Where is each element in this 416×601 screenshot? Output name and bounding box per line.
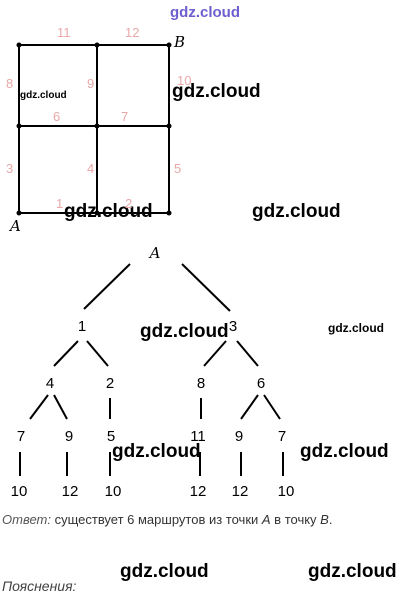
tree-leaf: 12 (232, 483, 249, 500)
tree-node: 11 (190, 428, 206, 445)
watermark: gdz.cloud (20, 90, 67, 101)
tree-node: 7 (278, 428, 286, 445)
tree-edge (86, 340, 109, 367)
tree-nodes: A 1 3 4 2 8 6 7 9 5 11 9 7 10 12 10 12 1… (11, 244, 295, 500)
tree-node: 9 (65, 428, 73, 445)
tree-leaf: 12 (190, 483, 207, 500)
edge-label: 3 (6, 161, 13, 176)
answer-label: Ответ: (2, 512, 51, 527)
tree-leaf: 12 (62, 483, 79, 500)
answer-point-b: B (320, 512, 329, 527)
tree-node: 9 (235, 428, 243, 445)
grid-node (16, 210, 22, 216)
answer-line: Ответ: существует 6 маршрутов из точки A… (2, 512, 332, 527)
tree-node: 3 (229, 318, 237, 335)
watermark: gdz.cloud (172, 81, 261, 102)
edge-label: 10 (177, 73, 191, 88)
tree-node: 6 (257, 375, 265, 392)
grid-node (16, 123, 22, 129)
watermark: gdz.cloud (120, 561, 209, 582)
tree-node: 4 (46, 375, 54, 392)
tree-edge (53, 340, 79, 367)
tree-edge (83, 263, 131, 310)
point-a-label: A (8, 217, 21, 235)
tree-edge (240, 394, 259, 420)
tree-leaf: 10 (278, 483, 295, 500)
edge-label: 5 (174, 161, 181, 176)
answer-point-a: A (261, 512, 271, 527)
explanation-label: Пояснения: (2, 578, 77, 594)
grid-node (94, 42, 100, 48)
tree-edge (181, 263, 231, 312)
watermark: gdz.cloud (170, 4, 240, 21)
tree-node: 5 (107, 428, 115, 445)
tree-edge (263, 394, 281, 420)
tree-node: 8 (197, 375, 205, 392)
grid-frame (18, 44, 170, 214)
answer-text: существует 6 маршрутов из точки (50, 512, 262, 527)
watermark: gdz.cloud (112, 441, 201, 462)
tree-node: 1 (78, 318, 86, 335)
grid-diagram (18, 44, 170, 214)
edge-label: 9 (87, 76, 94, 91)
tree-root-label: A (148, 244, 161, 262)
grid-nodes (16, 42, 172, 216)
edge-label: 8 (6, 76, 13, 91)
answer-mid: в точку (270, 512, 321, 527)
edge-label: 12 (125, 25, 139, 40)
grid-node (94, 123, 100, 129)
watermark: gdz.cloud (308, 561, 397, 582)
grid-node (94, 210, 100, 216)
edge-label: 7 (121, 109, 128, 124)
grid-node (16, 42, 22, 48)
tree-edge (203, 340, 227, 367)
edge-label: 1 (56, 196, 63, 211)
tree-edge (53, 394, 68, 420)
tree-edge (236, 340, 259, 367)
watermark: gdz.cloud (328, 321, 384, 335)
tree-leaf: 10 (11, 483, 28, 500)
edge-label: 2 (125, 196, 132, 211)
grid-node (166, 210, 172, 216)
answer-end: . (328, 512, 333, 527)
tree-node: 7 (17, 428, 25, 445)
grid-node (166, 123, 172, 129)
watermark: gdz.cloud (252, 201, 341, 222)
grid-edge-labels: 1 2 3 4 5 6 7 8 9 10 11 12 (6, 25, 191, 211)
grid-node (166, 42, 172, 48)
edge-label: 6 (53, 109, 60, 124)
watermark: gdz.cloud (140, 321, 229, 342)
tree-edges (19, 263, 284, 476)
watermark: gdz.cloud (64, 201, 153, 222)
tree-node: 2 (106, 375, 114, 392)
edge-label: 11 (57, 25, 71, 40)
tree-edge (29, 394, 49, 420)
edge-label: 4 (87, 161, 94, 176)
watermark: gdz.cloud (300, 441, 389, 462)
point-b-label: B (173, 33, 185, 51)
tree-leaf: 10 (105, 483, 122, 500)
